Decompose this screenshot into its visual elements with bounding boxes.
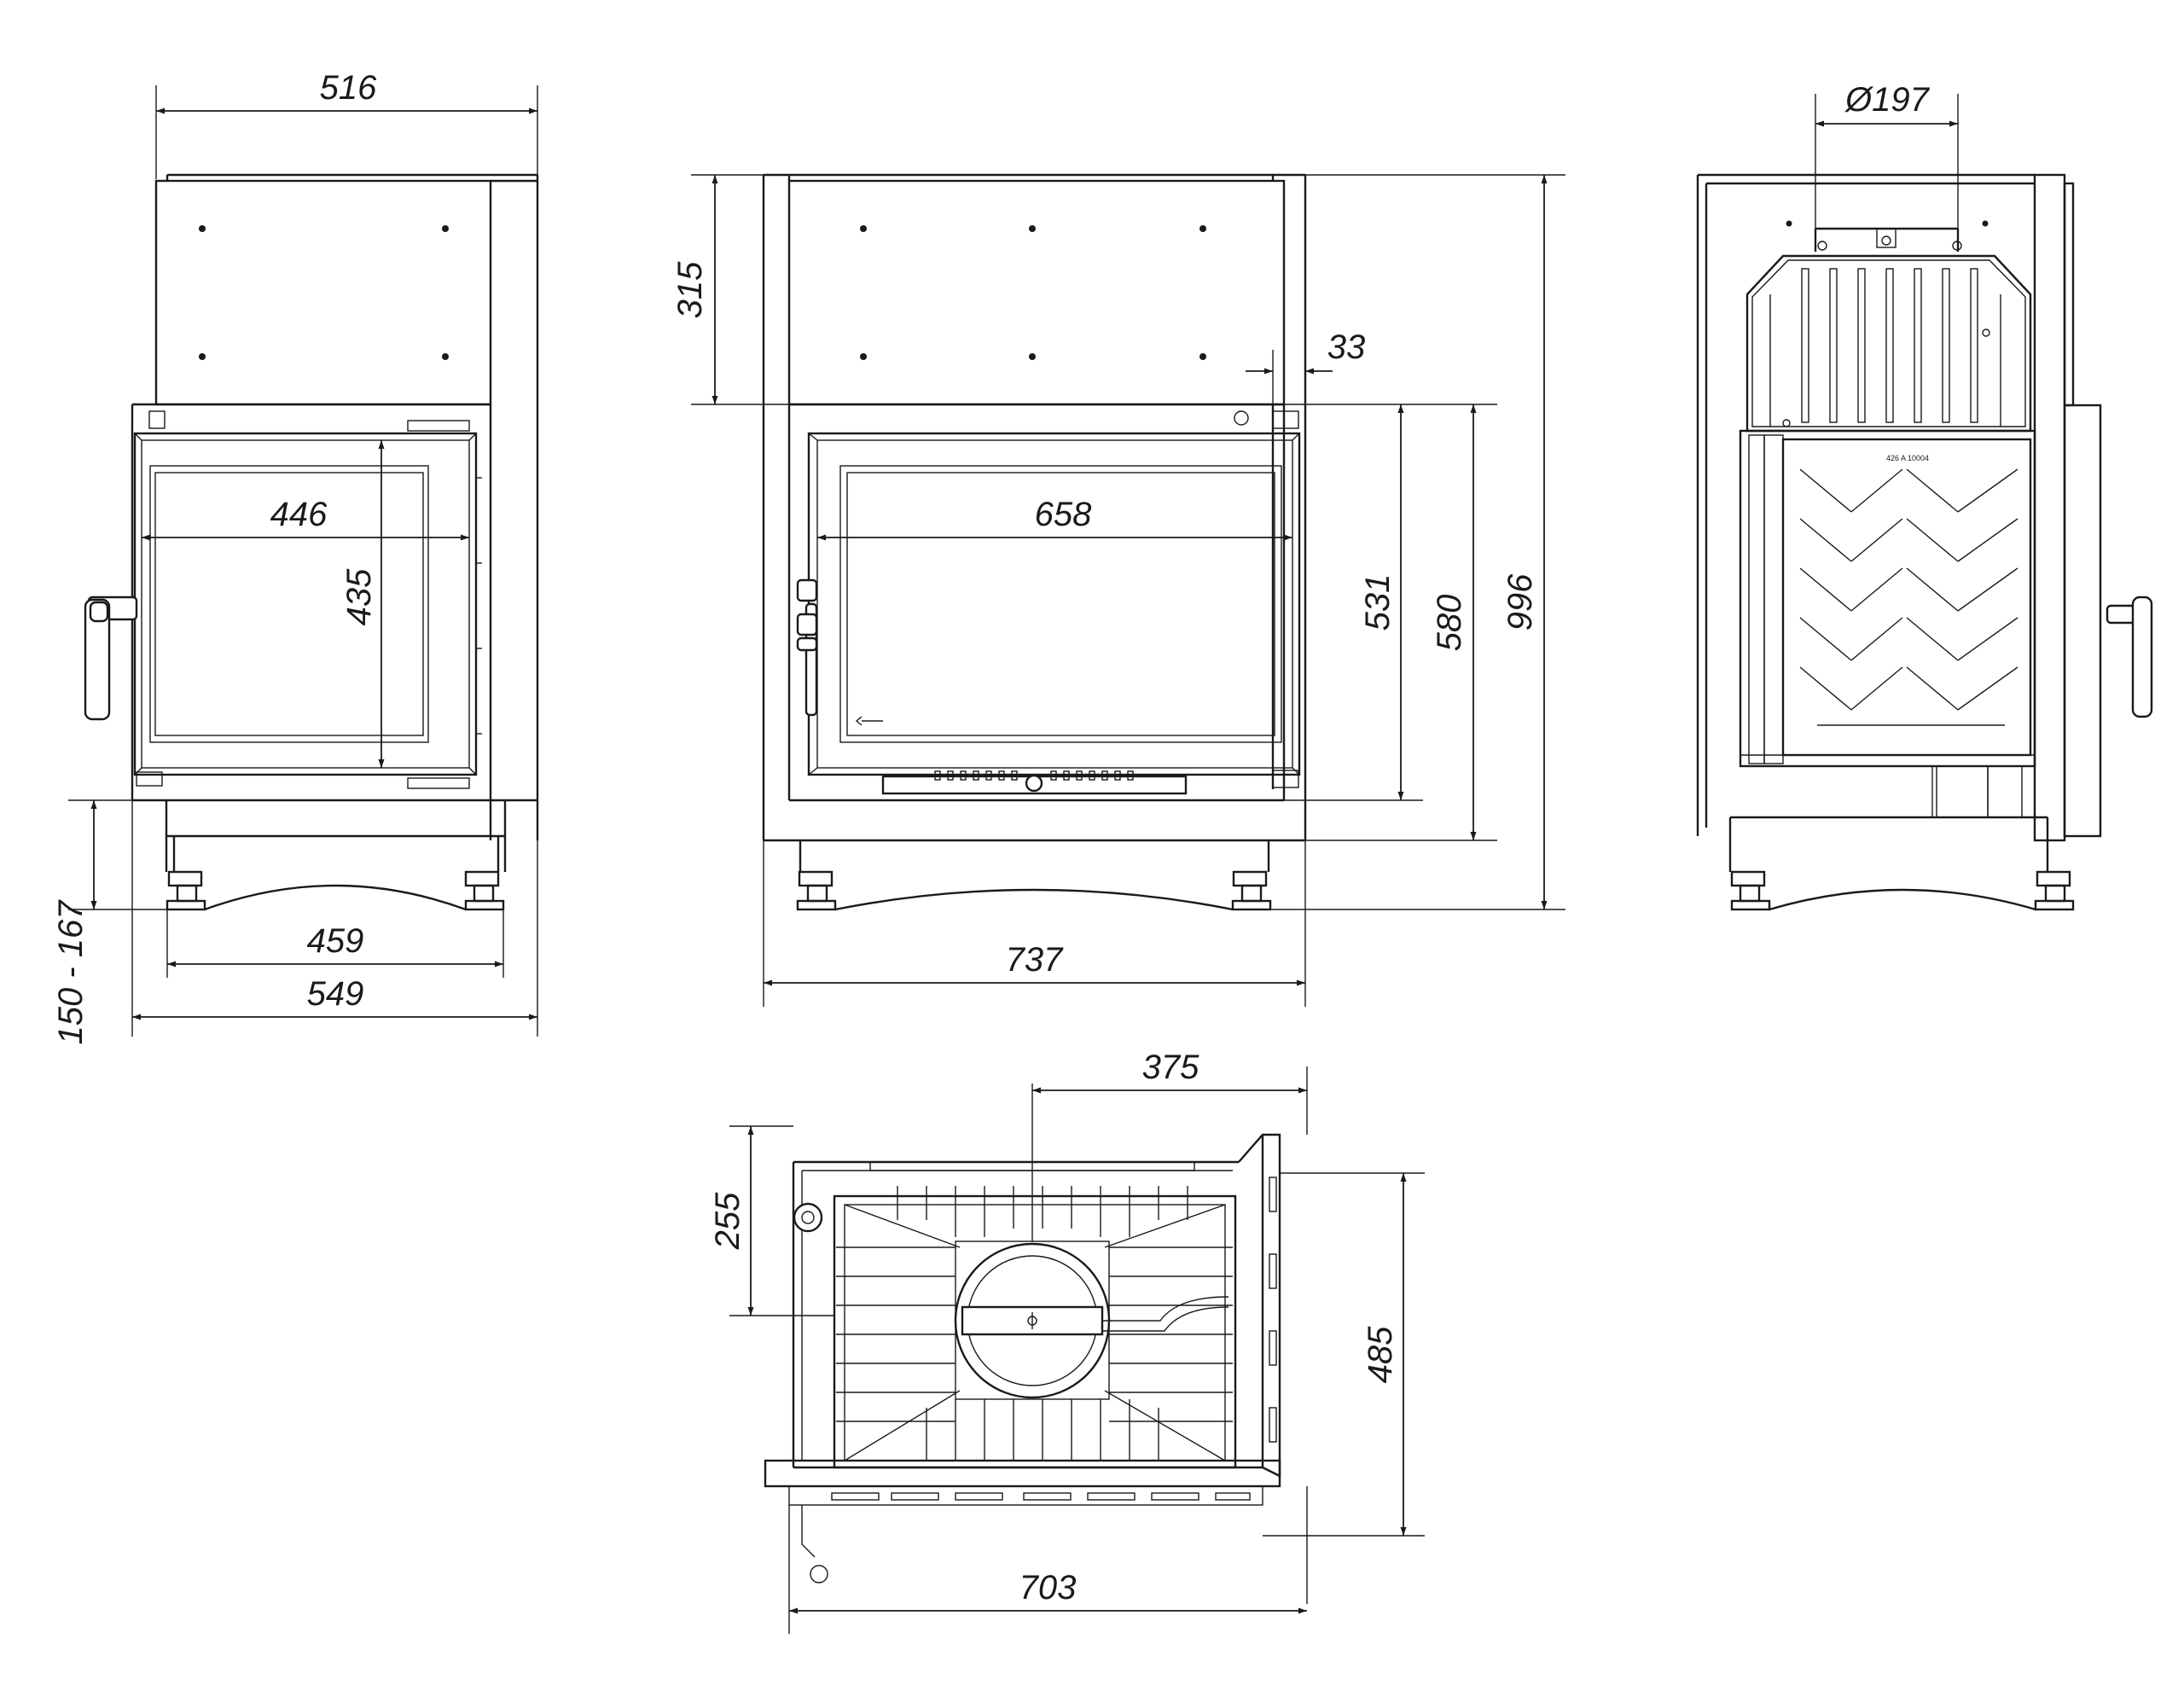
top-flue-offset-y-label: 255: [709, 1192, 746, 1250]
top-flue-offset-x-label: 375: [1142, 1049, 1199, 1086]
front-glass-width-label: 446: [270, 496, 328, 533]
top-depth-label: 485: [1362, 1326, 1399, 1383]
front-pull-slots: [831, 1492, 1251, 1501]
side-flue-diameter-label: Ø197: [1844, 81, 1931, 119]
mid-body-height-label: 580: [1431, 595, 1468, 652]
hood-ribs: [1801, 268, 1978, 423]
hood-rivets: [199, 225, 449, 360]
side-view: 426 A 10004: [1696, 81, 2153, 911]
side-slots: [1269, 1177, 1277, 1443]
mid-hood-height-label: 315: [671, 261, 709, 318]
front-glass-height-label: 435: [340, 568, 378, 625]
front-leg-height-label: 150 - 167: [52, 899, 90, 1045]
mid-total-width-label: 737: [1006, 941, 1064, 979]
front-feet-span-label: 459: [307, 922, 364, 960]
hood-rivets: [860, 225, 1206, 360]
grate-ribs: [836, 1186, 1233, 1461]
front-view: 516 446 435 150 - 167 459 549: [52, 69, 539, 1045]
mid-total-height-label: 996: [1502, 573, 1539, 630]
front-top-width-label: 516: [320, 69, 377, 107]
mid-inner-height-label: 531: [1359, 574, 1397, 631]
chevron-pattern: [1799, 468, 2018, 726]
door-handle: [84, 596, 138, 721]
top-view: 375 255 485 703: [709, 1049, 1425, 1634]
mid-offset-label: 33: [1327, 328, 1366, 366]
side-plate-label: 426 A 10004: [1886, 454, 1929, 462]
middle-view: 315 33 658 531 580 996 737: [671, 173, 1565, 1007]
air-slots: [934, 770, 1134, 781]
front-base-width-label: 549: [307, 975, 364, 1013]
mid-glass-width-label: 658: [1035, 496, 1092, 533]
top-width-label: 703: [1019, 1569, 1077, 1607]
